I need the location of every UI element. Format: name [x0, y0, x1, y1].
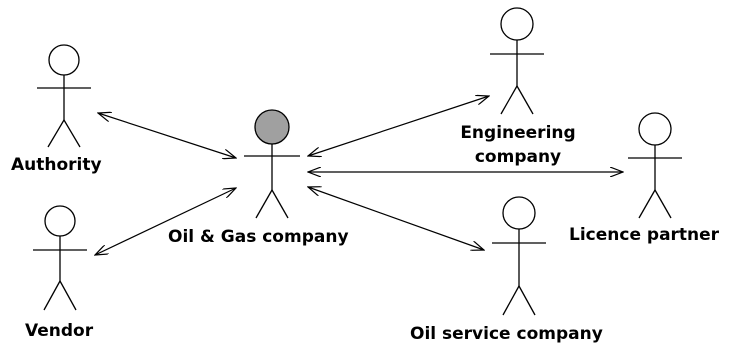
actor-engineering-head: [500, 7, 534, 41]
actor-engineering-company: [490, 7, 544, 115]
actor-oil-gas-head: [254, 109, 290, 145]
relation-oilgas-engineering: [308, 96, 489, 156]
actor-oil-service-company: [492, 196, 546, 316]
relation-oilgas-vendor: [95, 188, 236, 255]
actor-authority-head: [48, 44, 80, 76]
actor-label-engineering-line1: Engineering: [460, 123, 576, 143]
actor-authority: [37, 44, 91, 148]
relation-oilgas-authority: [98, 113, 236, 158]
actor-licence-partner: [628, 112, 682, 219]
actor-label-licence-partner: Licence partner: [569, 225, 720, 245]
actor-vendor: [33, 205, 87, 311]
actor-label-authority: Authority: [11, 155, 102, 175]
actor-oil-service-head: [502, 196, 536, 230]
relation-oilgas-oil-service: [308, 187, 484, 250]
actor-oil-gas-company: [244, 109, 300, 219]
actor-label-oil-service-company: Oil service company: [410, 324, 603, 344]
actor-label-engineering-line2: company: [474, 147, 562, 167]
actor-label-vendor: Vendor: [25, 321, 94, 341]
actor-label-oil-gas-company: Oil & Gas company: [168, 227, 349, 247]
actor-licence-head: [638, 112, 672, 146]
actor-vendor-head: [44, 205, 76, 237]
